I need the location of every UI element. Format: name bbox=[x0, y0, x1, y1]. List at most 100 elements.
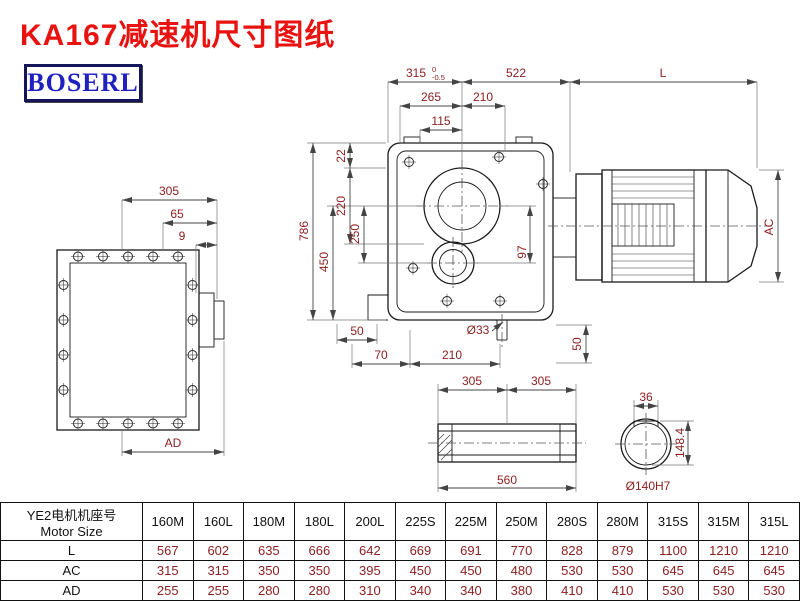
dim-36: 36 bbox=[639, 390, 653, 404]
dim-786: 786 bbox=[297, 221, 311, 241]
boserl-logo-text: BOSERL bbox=[27, 68, 139, 97]
cell: 1210 bbox=[697, 540, 750, 561]
cell: 770 bbox=[495, 540, 548, 561]
cell: 410 bbox=[546, 580, 598, 601]
col-header: 280M bbox=[596, 502, 649, 541]
dim-315-tolerance-upper: 0 bbox=[432, 65, 436, 74]
dim-33-diameter: Ø33 bbox=[467, 323, 490, 337]
col-header: 225M bbox=[445, 502, 497, 541]
cell: 530 bbox=[697, 580, 750, 601]
dim-560: 560 bbox=[497, 473, 517, 487]
cell: 828 bbox=[546, 540, 598, 561]
dim-315-tolerance-lower: -0.5 bbox=[432, 73, 445, 82]
dim-265: 265 bbox=[421, 90, 441, 104]
cell: 530 bbox=[596, 560, 649, 581]
cell: 530 bbox=[647, 580, 699, 601]
col-header: 250M bbox=[495, 502, 548, 541]
cell: 350 bbox=[243, 560, 295, 581]
col-header: 180L bbox=[293, 502, 346, 541]
cell: 635 bbox=[243, 540, 295, 561]
table-row-AD: AD 255 255 280 280 310 340 340 380 410 4… bbox=[0, 580, 800, 601]
cell: 255 bbox=[192, 580, 245, 601]
cell: 350 bbox=[293, 560, 346, 581]
col-header: 315S bbox=[647, 502, 699, 541]
col-header: 160M bbox=[142, 502, 194, 541]
left-side-view bbox=[56, 249, 225, 431]
bore-view: 36 148.4 Ø140H7 bbox=[615, 390, 694, 493]
motor bbox=[548, 169, 772, 283]
shaft-view: 305 305 560 bbox=[428, 374, 586, 492]
cell: 602 bbox=[192, 540, 245, 561]
cell: 1210 bbox=[748, 540, 800, 561]
dim-250: 250 bbox=[348, 224, 362, 244]
cell: 395 bbox=[344, 560, 396, 581]
page-title: KA167减速机尺寸图纸 bbox=[20, 19, 336, 52]
dim-left-AD: AD bbox=[165, 436, 182, 450]
row-label: AD bbox=[0, 580, 143, 601]
col-header: 200L bbox=[344, 502, 396, 541]
cell: 340 bbox=[445, 580, 497, 601]
cell: 340 bbox=[394, 580, 447, 601]
cell: 645 bbox=[647, 560, 699, 581]
cell: 645 bbox=[697, 560, 750, 581]
cell: 410 bbox=[596, 580, 649, 601]
cell: 642 bbox=[344, 540, 396, 561]
cell: 530 bbox=[546, 560, 598, 581]
col-header: 160L bbox=[192, 502, 245, 541]
cell: 450 bbox=[394, 560, 447, 581]
cell: 691 bbox=[445, 540, 497, 561]
dimension-drawing: 305 65 9 AD bbox=[56, 65, 784, 493]
dim-115: 115 bbox=[431, 114, 450, 128]
cell: 280 bbox=[243, 580, 295, 601]
dim-50-right: 50 bbox=[570, 337, 584, 351]
col-header: 280S bbox=[546, 502, 598, 541]
dim-left-9: 9 bbox=[179, 229, 186, 243]
dim-210-top: 210 bbox=[473, 90, 493, 104]
dim-shaft-305-left: 305 bbox=[462, 374, 482, 388]
cell: 310 bbox=[344, 580, 396, 601]
motor-size-table: YE2电机机座号 Motor Size 160M 160L 180M 180L … bbox=[0, 502, 800, 601]
dim-left-65: 65 bbox=[170, 207, 184, 221]
cell: 450 bbox=[445, 560, 497, 581]
main-view bbox=[367, 136, 554, 348]
dim-220: 220 bbox=[334, 196, 348, 216]
header-motor-size-cn: YE2电机机座号 bbox=[26, 507, 117, 523]
table-row-AC: AC 315 315 350 350 395 450 450 480 530 5… bbox=[0, 560, 800, 581]
cell: 645 bbox=[748, 560, 800, 581]
left-view-dimensions: 305 65 9 AD bbox=[121, 184, 225, 456]
cell: 280 bbox=[293, 580, 346, 601]
row-label: L bbox=[0, 540, 143, 561]
dim-70: 70 bbox=[374, 348, 388, 362]
col-header: 225S bbox=[394, 502, 447, 541]
cell: 1100 bbox=[647, 540, 699, 561]
cell: 567 bbox=[142, 540, 194, 561]
boserl-logo: BOSERL bbox=[24, 64, 142, 102]
cell: 255 bbox=[142, 580, 194, 601]
cell: 669 bbox=[394, 540, 447, 561]
dim-L: L bbox=[660, 66, 667, 80]
header-motor-size: YE2电机机座号 Motor Size bbox=[0, 502, 143, 541]
dim-210-bottom: 210 bbox=[442, 348, 462, 362]
dim-148-4: 148.4 bbox=[673, 428, 687, 458]
cell: 666 bbox=[293, 540, 346, 561]
dim-315: 315 bbox=[406, 66, 426, 80]
cell: 380 bbox=[495, 580, 548, 601]
cell: 315 bbox=[192, 560, 245, 581]
cell: 879 bbox=[596, 540, 649, 561]
header-motor-size-en: Motor Size bbox=[40, 523, 103, 539]
col-header: 315M bbox=[697, 502, 750, 541]
cell: 530 bbox=[748, 580, 800, 601]
cell: 315 bbox=[142, 560, 194, 581]
dim-50-bottom: 50 bbox=[350, 324, 364, 338]
dim-22: 22 bbox=[334, 149, 348, 163]
dim-97: 97 bbox=[515, 245, 529, 259]
table-row-L: L 567 602 635 666 642 669 691 770 828 87… bbox=[0, 540, 800, 561]
dim-140H7: Ø140H7 bbox=[626, 479, 671, 493]
main-view-dimensions: 315 0 -0.5 522 L 265 210 115 786 450 22 … bbox=[297, 65, 784, 368]
row-label: AC bbox=[0, 560, 143, 581]
cell: 480 bbox=[495, 560, 548, 581]
col-header: 180M bbox=[243, 502, 295, 541]
col-header: 315L bbox=[748, 502, 800, 541]
dim-450: 450 bbox=[317, 252, 331, 272]
